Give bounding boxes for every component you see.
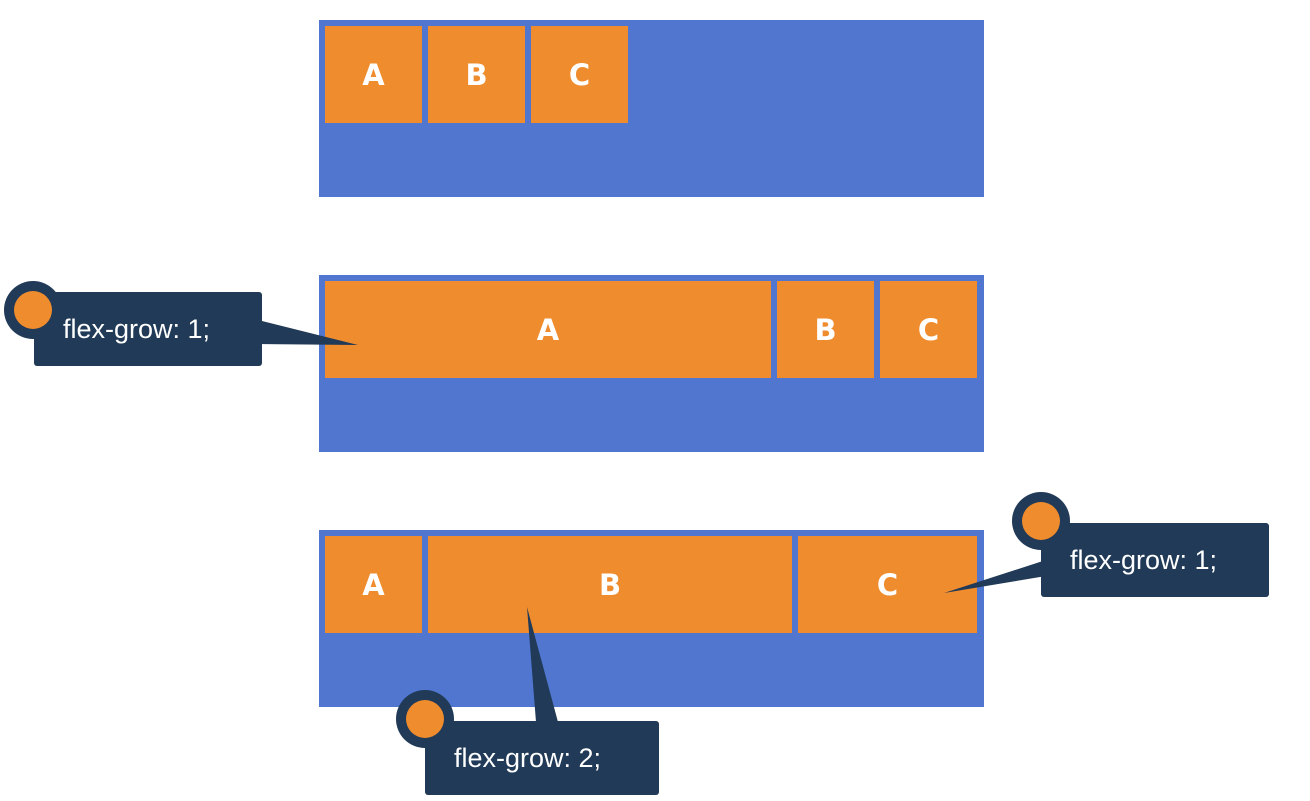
flex-row: A B C	[325, 536, 977, 633]
callout-label: flex-grow: 2;	[454, 742, 602, 773]
flex-item-c: C	[798, 536, 977, 633]
flex-row: A B C	[325, 281, 977, 378]
flex-item-b: B	[777, 281, 874, 378]
flex-item-a: A	[325, 281, 771, 378]
callout-dot-icon	[1012, 492, 1070, 550]
callout-label: flex-grow: 1;	[1070, 544, 1218, 575]
flex-item-b: B	[428, 536, 792, 633]
flex-item-a: A	[325, 26, 422, 123]
callout-flex-grow-a: flex-grow: 1;	[34, 292, 262, 366]
flex-item-c: C	[880, 281, 977, 378]
flex-container-bc-grow: A B C	[319, 530, 984, 707]
callout-flex-grow-c: flex-grow: 1;	[1041, 523, 1269, 597]
flex-row: A B C	[325, 26, 977, 123]
flex-item-a: A	[325, 536, 422, 633]
callout-label: flex-grow: 1;	[63, 313, 211, 344]
flex-container-a-grow: A B C	[319, 275, 984, 452]
callout-dot-icon	[396, 690, 454, 748]
flex-container-default: A B C	[319, 20, 984, 197]
flex-item-b: B	[428, 26, 525, 123]
callout-dot-icon	[4, 281, 62, 339]
callout-flex-grow-b: flex-grow: 2;	[425, 721, 659, 795]
flex-item-c: C	[531, 26, 628, 123]
